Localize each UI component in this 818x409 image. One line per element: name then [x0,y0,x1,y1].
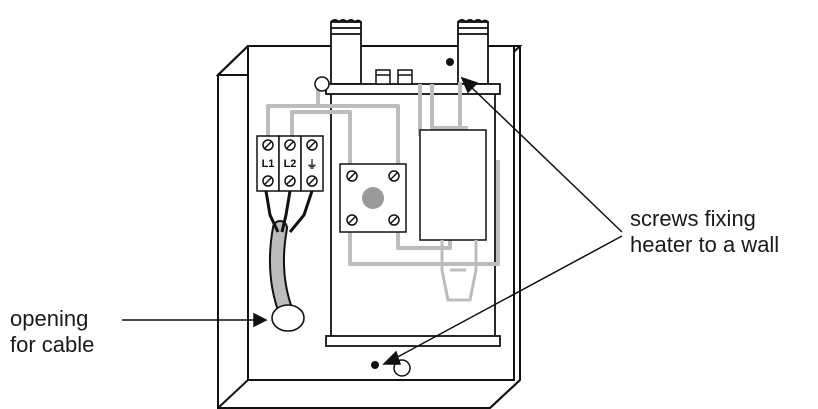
thermostat [339,163,407,233]
screws-arrowhead-top [460,76,479,94]
tank-frame [325,83,501,347]
cable-opening-label-line-1: opening [10,306,89,331]
fixing-screws-label: screws fixing heater to a wall [630,206,779,258]
heating-element [419,129,487,302]
opening-arrowhead [253,312,268,328]
cable-opening [271,304,305,332]
terminal-label-l2: L2 [284,158,297,170]
fixing-points [314,58,454,377]
top-connectors [375,69,413,85]
fixing-hole-top [314,76,330,92]
outlet-pipe [457,19,489,85]
cable-opening-label-line-2: for cable [10,332,95,357]
screws-leader-line-top [469,85,623,233]
terminal-label-l1: L1 [262,158,275,170]
inlet-pipe [330,19,362,85]
fixing-screw-bottom [371,361,379,369]
supply-cable [264,190,314,320]
screws-leader-line-bottom [391,235,623,361]
terminal-label-earth: ⏚ [307,158,318,171]
internal-wiring [266,82,500,266]
fixing-screws-label-line-1: screws fixing [630,206,756,231]
thermostat-knob [362,187,384,209]
terminal-screws [262,139,318,187]
terminal-block [256,135,324,192]
screws-arrowhead-bottom [382,350,402,365]
callout-lines [122,76,623,365]
cable-opening-label: opening for cable [10,306,94,358]
fixing-screw-top [446,58,454,66]
fixing-screws-label-line-2: heater to a wall [630,232,780,257]
